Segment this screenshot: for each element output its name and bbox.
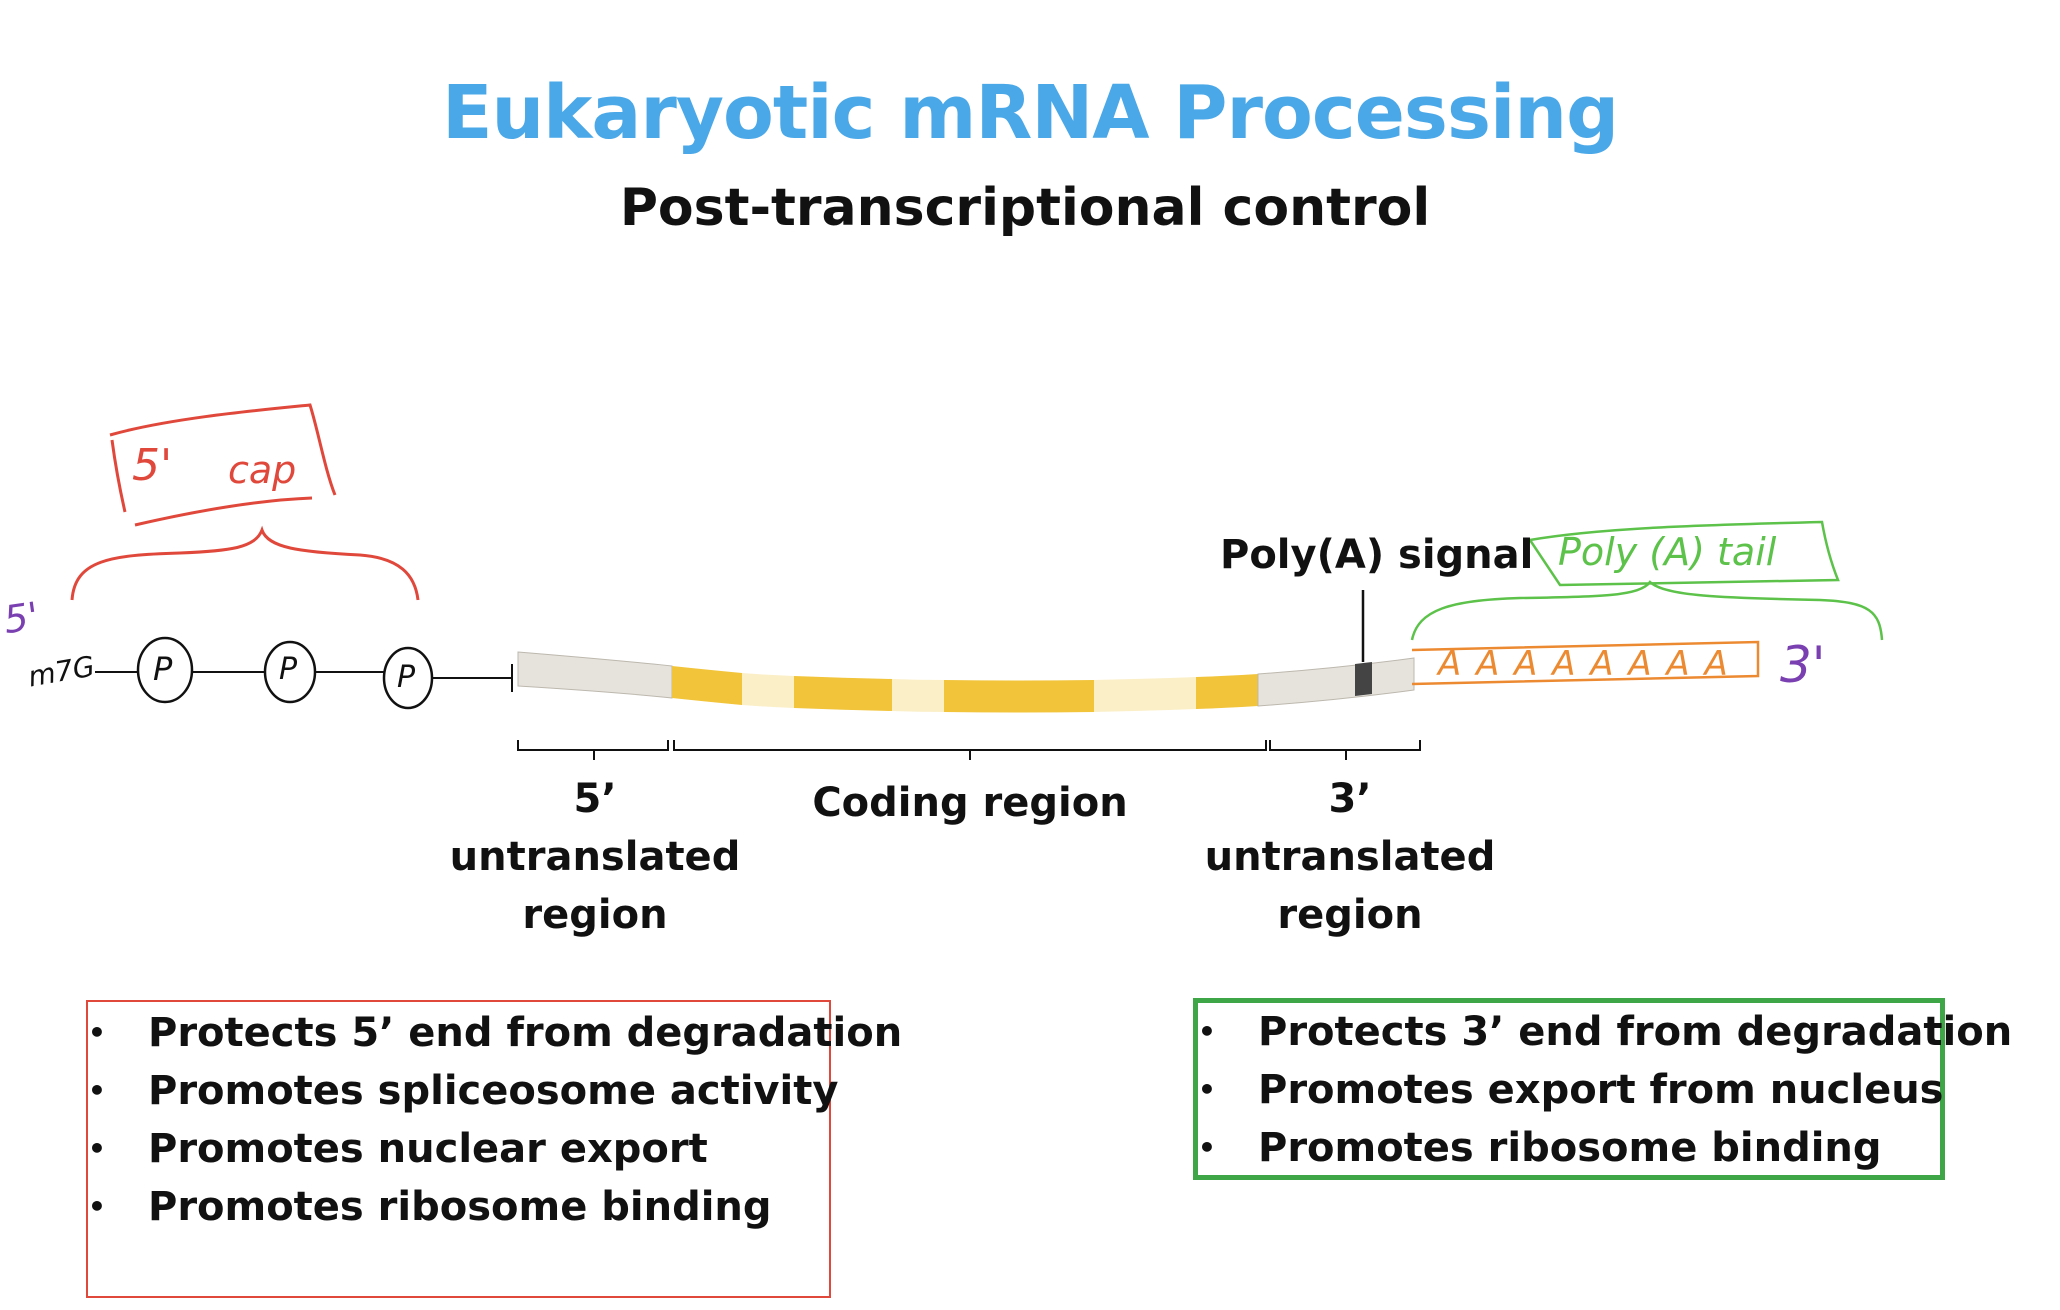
cap-brace: [70, 525, 420, 601]
utr5-segment: [517, 651, 673, 699]
coding-bracket: [673, 740, 1267, 760]
phosphate-label-1: P: [153, 650, 173, 688]
cap-label-number: 5': [132, 440, 173, 491]
tail-functions-box: Protects 3’ end from degradation Promote…: [1193, 998, 2012, 1180]
poly-a-tail-box: [1411, 640, 1760, 686]
cap-function-item: Promotes ribosome binding: [88, 1178, 829, 1236]
page-subtitle: Post-transcriptional control: [619, 178, 1431, 238]
intron-1: [742, 673, 794, 708]
cap-label-word: cap: [228, 448, 297, 492]
cap-function-item: Promotes spliceosome activity: [88, 1062, 838, 1120]
phosphate-label-3: P: [397, 660, 416, 695]
five-prime-left-label: 5': [1, 593, 42, 643]
phosphate-label-2: P: [279, 652, 298, 687]
poly-a-tail-label: Poly (A) tail: [1558, 530, 1777, 574]
utr3-segment: [1257, 657, 1415, 707]
utr3-label: 3’ untranslated region: [1185, 770, 1515, 944]
utr5-label-line1: 5’ untranslated: [449, 776, 741, 880]
utr5-label-line2: region: [522, 892, 668, 938]
tail-function-item: Promotes export from nucleus: [1198, 1061, 1944, 1119]
coding-exon-2: [794, 676, 892, 711]
tail-brace: [1410, 580, 1884, 641]
mrna-diagram: [70, 403, 1884, 760]
coding-exon-3: [944, 680, 1094, 713]
coding-exon-1: [672, 666, 742, 705]
intron-3: [1094, 677, 1196, 712]
page-title: Eukaryotic mRNA Processing: [441, 70, 1619, 156]
utr5-label: 5’ untranslated region: [430, 770, 760, 944]
cap-functions-list: Protects 5’ end from degradation Promote…: [88, 1004, 902, 1236]
intron-2: [892, 679, 944, 712]
cap-function-item: Protects 5’ end from degradation: [88, 1004, 902, 1062]
tail-function-item: Promotes ribosome binding: [1198, 1119, 1940, 1177]
phosphate-circle-1: [136, 636, 194, 704]
tail-functions-list: Protects 3’ end from degradation Promote…: [1198, 1003, 2012, 1177]
cap-annotation-box: [109, 403, 337, 527]
poly-a-signal-label: Poly(A) signal: [1220, 532, 1534, 578]
cap-functions-box: Protects 5’ end from degradation Promote…: [86, 1000, 902, 1298]
utr3-bracket: [1269, 740, 1421, 760]
coding-region-label: Coding region: [812, 780, 1128, 826]
utr5-bracket: [517, 740, 669, 760]
poly-a-tail-sequence: A A A A A A A A: [1438, 644, 1730, 684]
utr3-label-line1: 3’ untranslated: [1204, 776, 1496, 880]
utr3-label-line2: region: [1277, 892, 1423, 938]
coding-exon-4: [1196, 674, 1258, 709]
poly-a-signal-band: [1355, 662, 1372, 696]
tail-function-item: Protects 3’ end from degradation: [1198, 1003, 2012, 1061]
three-prime-end-label: 3': [1780, 636, 1826, 694]
cap-function-item: Promotes nuclear export: [88, 1120, 829, 1178]
tail-annotation-box: [1528, 520, 1840, 587]
